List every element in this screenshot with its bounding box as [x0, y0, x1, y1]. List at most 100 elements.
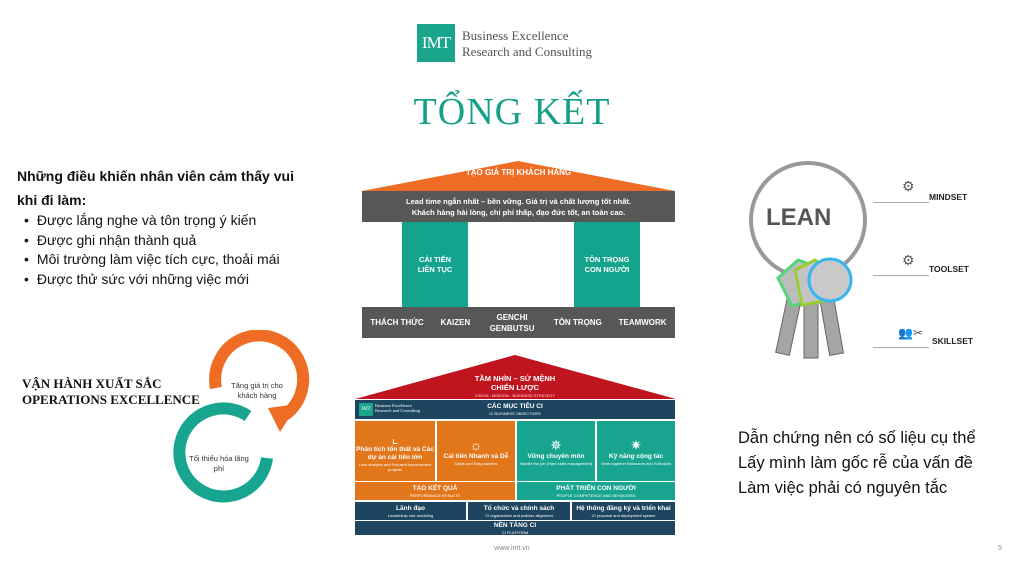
- goal-bar: Lead time ngắn nhất – bền vững. Giá trị …: [362, 191, 675, 222]
- intro-heading: Những điều khiến nhân viên cảm thấy vui …: [17, 168, 294, 208]
- enabler-title: Tổ chức và chính sách: [483, 504, 555, 512]
- vision-sub: VISION - MISSION - BUSINESS STRATEGY: [474, 393, 556, 398]
- card-sub: Loss analysis and Focused improvement pr…: [358, 462, 432, 472]
- enabler-sub: CI organization and policies alignment: [485, 512, 553, 518]
- people-sub: PEOPLE COMPETENCE AND BEHAVIORS: [556, 492, 636, 498]
- bullet-item: Được thử sức với những việc mới: [24, 270, 280, 290]
- bullet-list: Được lắng nghe và tôn trọng ý kiến Được …: [24, 211, 280, 290]
- ship-wheel-icon: ✵: [550, 436, 562, 453]
- house-base: THÁCH THỨC KAIZEN GENCHI GENBUTSU TÔN TR…: [362, 307, 675, 338]
- base-item: THÁCH THỨC: [370, 318, 424, 327]
- ci-house-roof: [355, 355, 676, 399]
- cycle-bottom-text: Tối thiểu hóa lãng phí: [189, 454, 249, 473]
- base-item: TEAMWORK: [618, 318, 667, 327]
- platform-text: NỀN TẢNG CI: [493, 521, 537, 529]
- mindset-label: MINDSET: [929, 192, 968, 202]
- divider: [873, 202, 929, 203]
- roof-label: TẠO GIÁ TRỊ KHÁCH HÀNG: [465, 168, 572, 177]
- mini-logo-line: Business Excellence: [375, 403, 412, 408]
- conclusion-line: Làm việc phải có nguyên tắc: [738, 479, 948, 497]
- base-item: GENCHI GENBUTSU: [489, 312, 535, 333]
- divider: [873, 275, 929, 276]
- toolset-icon: ⚙: [902, 252, 915, 268]
- ci-card: ⌞Phân tích tổn thất và Các dự án cải tiế…: [355, 421, 435, 481]
- teal-arc: [173, 402, 273, 503]
- card-sub: Handle the job (Hard skills management): [519, 460, 593, 466]
- card-sub: Work together Behaviors and Soft-skills: [601, 460, 671, 466]
- conclusions: Dẫn chứng nên có số liệu cụ thể Lấy mình…: [738, 426, 976, 501]
- pillar-text: CẢI TIẾN: [418, 254, 452, 264]
- strategy-text: CHIẾN LƯỢC: [490, 382, 540, 392]
- enabler-title: Lãnh đạo: [396, 504, 425, 512]
- mini-logo-line: Research and Consulting: [375, 408, 420, 413]
- team-star-icon: ✷: [630, 436, 642, 453]
- cycle-diagram: [173, 330, 310, 503]
- lean-house-roof: [362, 161, 675, 191]
- mindset-icon: ⚙: [902, 178, 915, 194]
- objectives-text: CÁC MỤC TIÊU CI: [487, 403, 543, 410]
- conclusion-line: Lấy mình làm gốc rễ của vấn đề: [738, 454, 973, 472]
- ops-line: VẬN HÀNH XUẤT SẮC: [22, 376, 162, 391]
- toolset-label: TOOLSET: [929, 264, 969, 274]
- card-title: Vững chuyên môn: [527, 452, 585, 460]
- mountain-sun-icon: ☼: [469, 436, 483, 453]
- pillar-text: CON NGƯỜI: [584, 264, 630, 274]
- card-sub: Quick and Easy kaizens: [454, 460, 498, 466]
- stairs-chart-icon: ⌞: [391, 430, 399, 446]
- ops-line: OPERATIONS EXCELLENCE: [22, 392, 200, 407]
- cycle-top-text: Tăng giá trị cho khách hàng: [231, 381, 283, 400]
- skillset-label: SKILLSET: [932, 336, 974, 346]
- objectives-sub: CI BUSINESS OBJECTIVES: [489, 411, 541, 416]
- skillset-icon: 👥✂: [898, 326, 923, 340]
- base-item: TÔN TRỌNG: [553, 318, 602, 327]
- vision-text: TẦM NHÌN – SỨ MỆNH: [474, 374, 556, 383]
- results-text: TẠO KẾT QUẢ: [412, 484, 458, 492]
- card-title: Phân tích tổn thất và Các dự án cải tiến…: [356, 446, 434, 461]
- mini-logo: IMT: [359, 403, 373, 416]
- divider: [873, 347, 929, 348]
- page-title: TỔNG KẾT: [413, 91, 611, 133]
- bullet-item: Được lắng nghe và tôn trọng ý kiến: [24, 211, 280, 231]
- enabler-sub: Leadership role-modeling: [387, 512, 434, 518]
- enabler-title: Hệ thống đăng ký và triển khai: [576, 504, 671, 512]
- logo-line2: Research and Consulting: [462, 44, 592, 59]
- logo-line1: Business Excellence: [462, 28, 569, 43]
- people-text: PHÁT TRIỂN CON NGƯỜI: [556, 484, 636, 492]
- orange-arc: [209, 330, 310, 420]
- card-title: Kỹ năng cộng tác: [608, 452, 664, 460]
- bullet-item: Được ghi nhận thành quả: [24, 231, 280, 251]
- pillar-text: LIÊN TỤC: [417, 264, 453, 274]
- goal-line: Lead time ngắn nhất – bền vững. Giá trị …: [406, 196, 631, 206]
- arrow-head-icon: [268, 404, 298, 432]
- bullet-item: Môi trường làm việc tích cực, thoải mái: [24, 250, 280, 270]
- lean-keys-illustration: [749, 161, 867, 359]
- imt-logo: IMT: [417, 24, 455, 62]
- footer-url: www.imt.vn: [494, 545, 530, 552]
- base-item: KAIZEN: [440, 318, 471, 327]
- lean-ring-label: LEAN: [766, 204, 832, 231]
- page-number: 5: [998, 545, 1002, 552]
- results-sub: PERFORMANCE RESULTS: [409, 492, 461, 498]
- pillar-text: TÔN TRỌNG: [584, 254, 630, 264]
- card-title: Cải tiến Nhanh và Dễ: [443, 452, 509, 460]
- conclusion-line: Dẫn chứng nên có số liệu cụ thể: [738, 429, 976, 447]
- goal-line: Khách hàng hài lòng, chi phí thấp, đạo đ…: [411, 207, 626, 217]
- platform-sub: CI PLATFORM: [501, 529, 529, 535]
- enabler-sub: CI proposal and deployment system: [591, 512, 656, 518]
